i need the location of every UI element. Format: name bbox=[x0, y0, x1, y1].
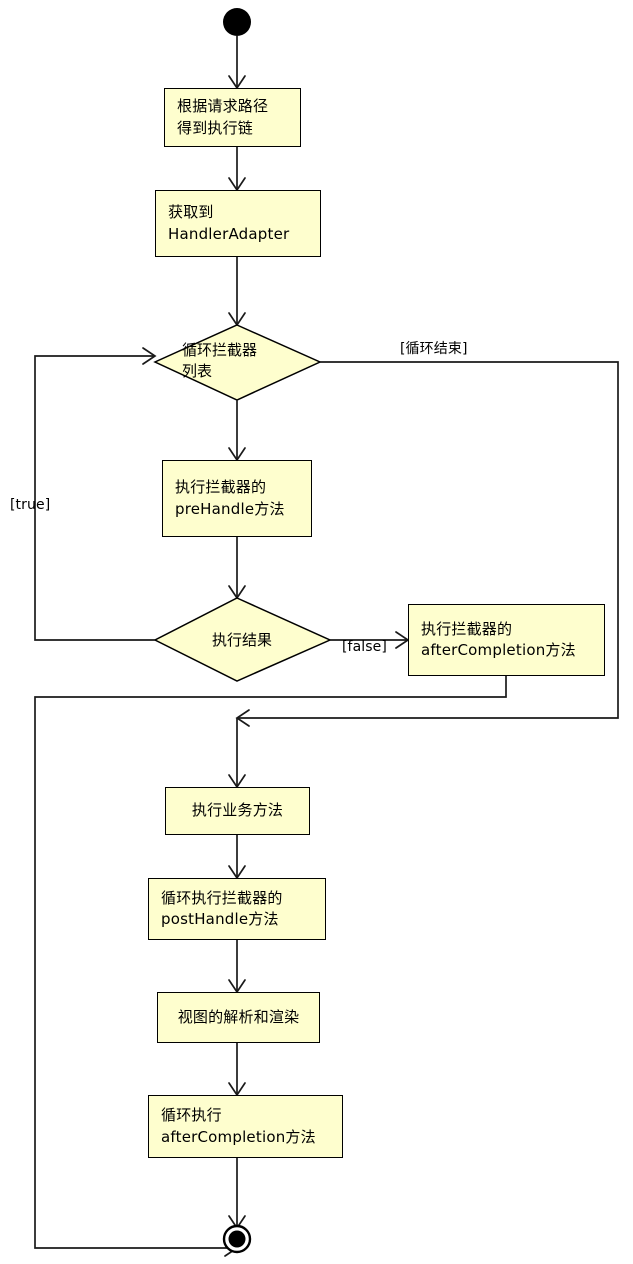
end-node-inner-circle bbox=[228, 1230, 246, 1248]
action-get-handler-adapter-line2: HandlerAdapter bbox=[168, 224, 290, 243]
action-get-handler-chain-line1: 根据请求路径 bbox=[177, 97, 269, 116]
edge-label-loop-end: [循环结束] bbox=[400, 341, 468, 357]
action-get-handler-chain[interactable]: 根据请求路径 得到执行链 bbox=[164, 88, 301, 147]
action-get-handler-chain-line2: 得到执行链 bbox=[177, 118, 254, 137]
action-after-completion-loop[interactable]: 循环执行 afterCompletion方法 bbox=[148, 1095, 343, 1158]
action-pre-handle[interactable]: 执行拦截器的 preHandle方法 bbox=[162, 460, 312, 537]
action-get-handler-adapter-line1: 获取到 bbox=[168, 203, 214, 222]
start-node-circle bbox=[223, 8, 251, 36]
edge-label-false: [false] bbox=[342, 639, 387, 655]
action-execute-business-method-line1: 执行业务方法 bbox=[191, 801, 284, 820]
edge-label-true: [true] bbox=[10, 497, 51, 513]
action-post-handle-line2: postHandle方法 bbox=[161, 910, 279, 928]
action-get-handler-adapter[interactable]: 获取到 HandlerAdapter bbox=[155, 190, 321, 257]
action-execute-business-method[interactable]: 执行业务方法 bbox=[165, 787, 310, 835]
action-after-completion-on-false-line2: afterCompletion方法 bbox=[421, 641, 576, 659]
action-view-resolve-render-line1: 视图的解析和渲染 bbox=[177, 1007, 300, 1026]
action-post-handle-line1: 循环执行拦截器的 bbox=[161, 888, 283, 907]
decision-result-shape bbox=[153, 597, 332, 682]
action-after-completion-on-false[interactable]: 执行拦截器的 afterCompletion方法 bbox=[408, 604, 605, 676]
action-pre-handle-line2: preHandle方法 bbox=[175, 499, 285, 518]
action-post-handle[interactable]: 循环执行拦截器的 postHandle方法 bbox=[148, 878, 326, 940]
action-after-completion-loop-line1: 循环执行 bbox=[161, 1106, 222, 1125]
action-after-completion-on-false-line1: 执行拦截器的 bbox=[421, 619, 513, 638]
action-view-resolve-render[interactable]: 视图的解析和渲染 bbox=[157, 992, 320, 1043]
action-pre-handle-line1: 执行拦截器的 bbox=[175, 478, 267, 497]
decision-loop-interceptors-shape bbox=[153, 324, 322, 401]
action-after-completion-loop-line2: afterCompletion方法 bbox=[161, 1127, 316, 1146]
